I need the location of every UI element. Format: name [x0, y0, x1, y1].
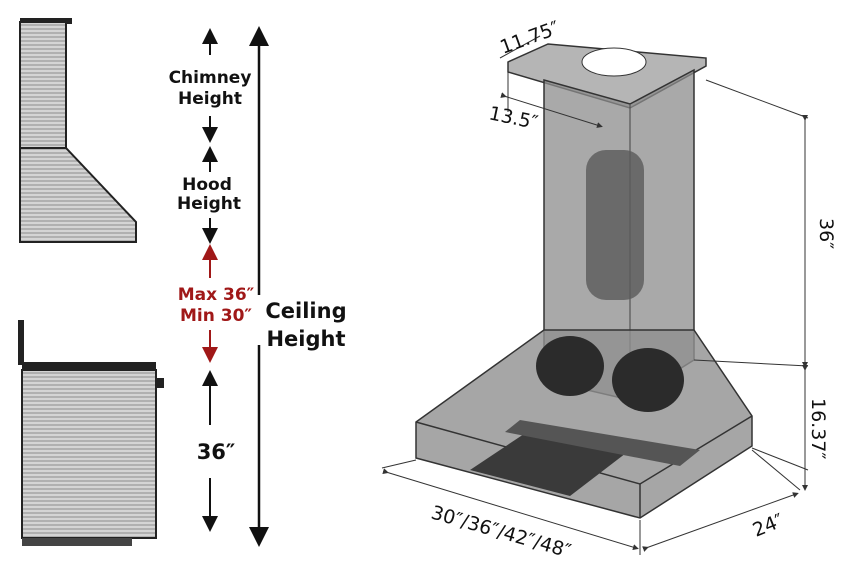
vertical-arrows	[202, 26, 269, 547]
depth-dimension: 24″	[750, 510, 787, 542]
width-dimension: 30″/36″/42″/48″	[429, 502, 574, 563]
chimney-height-dimension: 36″	[815, 218, 837, 249]
chimney-height-label: Chimney	[169, 68, 252, 88]
top-depth-dimension: 13.5″	[487, 102, 540, 134]
hood-height-dimension: 16.37″	[807, 398, 829, 460]
hood-height-label: Hood	[182, 175, 232, 195]
min-height-label: Min 30″	[180, 306, 252, 326]
dimension-lines	[381, 35, 809, 555]
hood-3d-view	[415, 43, 753, 519]
max-height-label: Max 36″	[178, 285, 255, 305]
side-range-profile	[18, 320, 164, 546]
ceiling-height-label-2: Height	[266, 327, 345, 351]
hood-height-label-2: Height	[177, 194, 241, 214]
ceiling-height-label: Ceiling	[265, 299, 346, 323]
chimney-height-label-2: Height	[178, 89, 242, 109]
counter-height-label: 36″	[197, 440, 236, 464]
side-hood-profile	[19, 18, 137, 243]
